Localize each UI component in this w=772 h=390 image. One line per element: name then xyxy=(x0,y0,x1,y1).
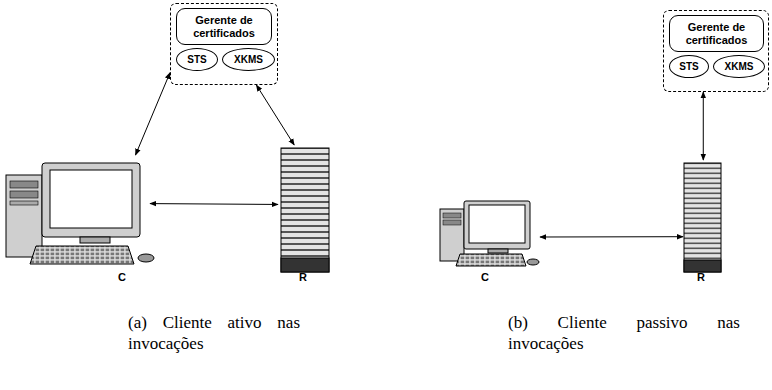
node-label: Gerente de certificados xyxy=(674,21,759,47)
client-computer: C xyxy=(5,155,150,290)
node-label: STS xyxy=(679,61,698,72)
node-label: STS xyxy=(187,54,206,65)
server-machine: R xyxy=(683,160,722,290)
bidirectional-arrow xyxy=(540,236,683,237)
server-group-region: Gerente de certificadosSTS XKMS xyxy=(663,10,769,92)
subfigure-caption: (a) Cliente ativo nas invocações xyxy=(128,312,300,354)
service-ellipse: XKMS xyxy=(713,55,765,78)
bidirectional-arrow xyxy=(256,85,294,145)
server-group-region: Gerente de certificadosSTS XKMS xyxy=(170,3,278,85)
manager-box: Gerente de certificados xyxy=(176,8,272,45)
computer-illustration xyxy=(440,201,539,266)
node-label: XKMS xyxy=(725,61,754,72)
service-ellipse: XKMS xyxy=(222,48,275,71)
bidirectional-arrow xyxy=(150,203,278,205)
subfigure-caption: (b) Cliente passivo nas invocações xyxy=(508,312,740,354)
node-label: XKMS xyxy=(234,54,263,65)
device-label: R xyxy=(697,271,705,283)
server-illustration xyxy=(281,148,329,272)
service-ellipse: STS xyxy=(669,55,709,78)
computer-illustration xyxy=(6,163,154,264)
bidirectional-arrow xyxy=(136,73,171,155)
device-label: R xyxy=(299,271,307,283)
device-label: C xyxy=(118,271,126,283)
manager-box: Gerente de certificados xyxy=(669,15,764,52)
server-machine: R xyxy=(278,145,332,290)
bidirectional-arrow xyxy=(703,92,704,160)
node-label: Gerente de certificados xyxy=(181,14,267,40)
client-computer: C xyxy=(438,190,540,290)
server-illustration xyxy=(684,163,721,272)
device-label: C xyxy=(481,271,489,283)
service-ellipse: STS xyxy=(176,48,218,71)
